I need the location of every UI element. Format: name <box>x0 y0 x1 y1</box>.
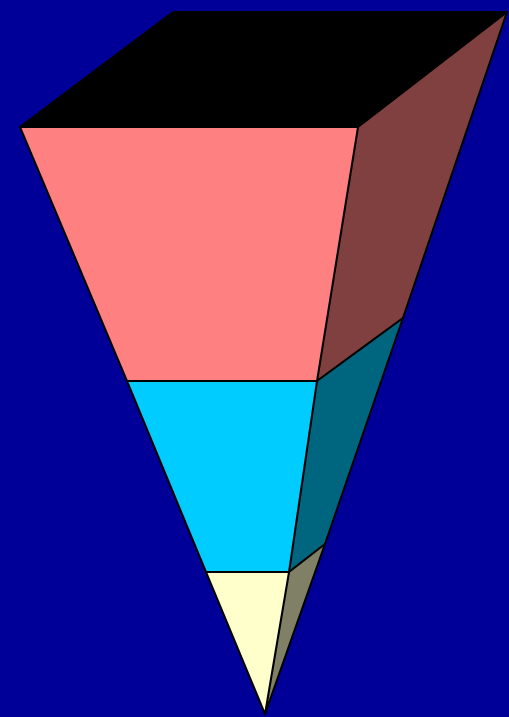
pyramid-canvas <box>0 0 509 717</box>
